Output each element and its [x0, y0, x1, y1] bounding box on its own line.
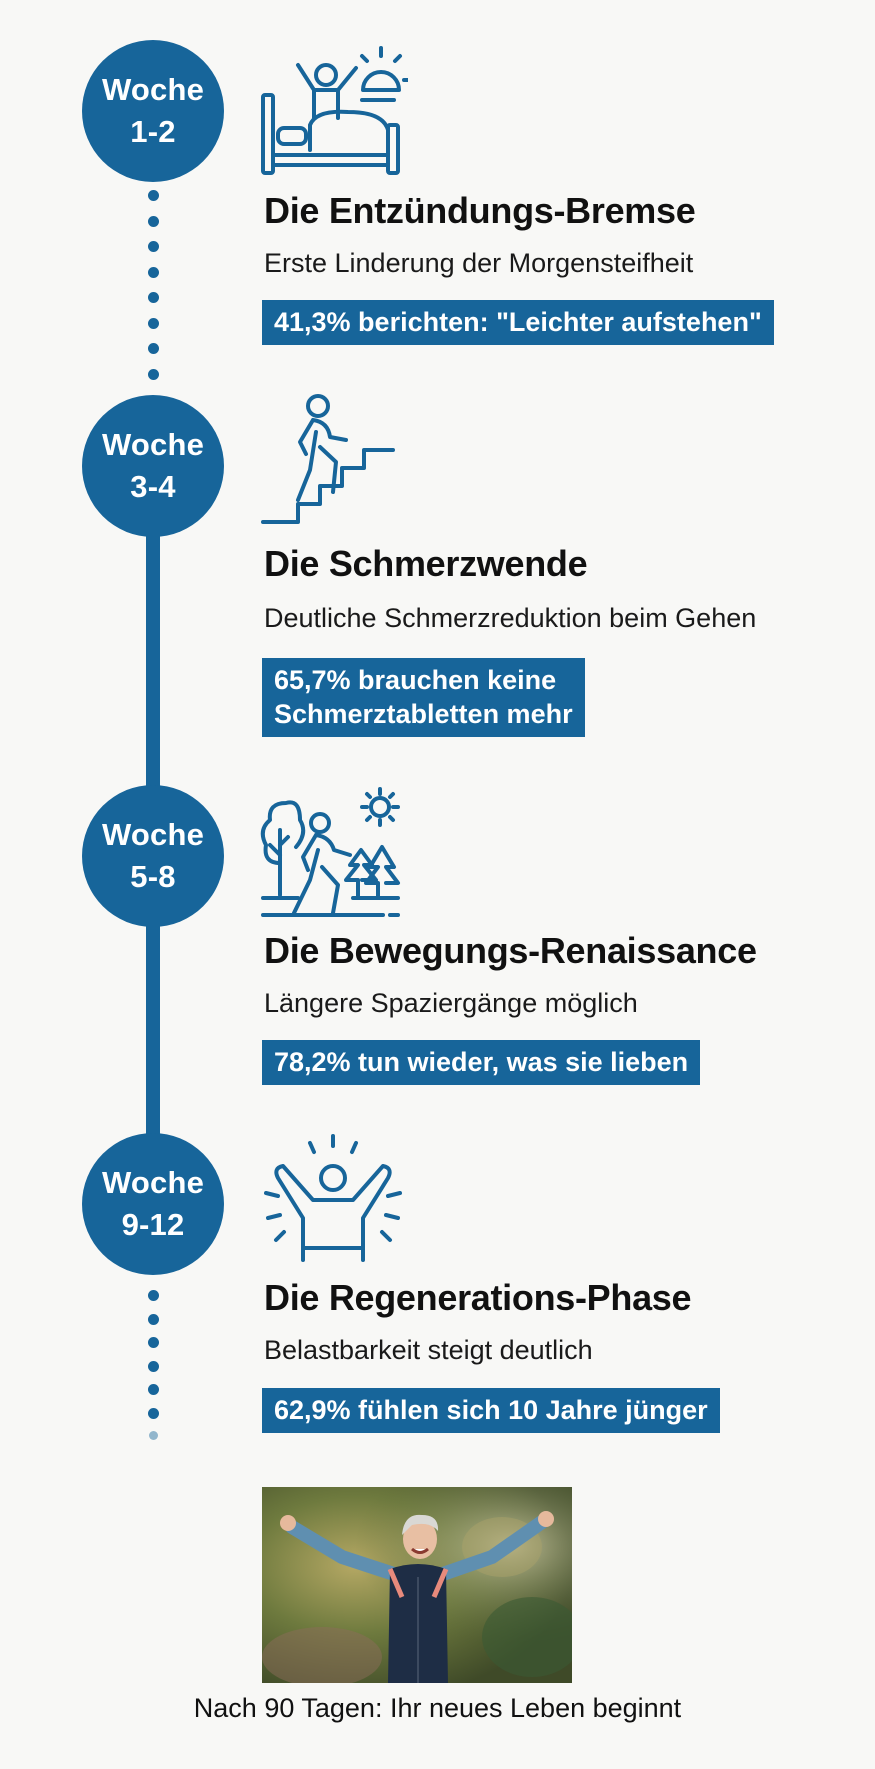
timeline-dotted-connector — [146, 1290, 160, 1440]
stage-stat-badge: 41,3% berichten: "Leichter aufstehen" — [262, 300, 774, 345]
week-label: Woche — [101, 72, 205, 107]
stage-title: Die Entzündungs-Bremse — [264, 190, 696, 231]
week-range: 1-2 — [130, 114, 176, 149]
week-badge-3-4: Woche 3-4 — [82, 395, 224, 537]
week-label: Woche — [101, 817, 205, 852]
week-badge-5-8: Woche 5-8 — [82, 785, 224, 927]
week-label: Woche — [101, 1165, 205, 1200]
week-range: 5-8 — [130, 859, 176, 894]
stage-stat-badge: 78,2% tun wieder, was sie lieben — [262, 1040, 701, 1085]
stage-subtitle: Erste Linderung der Morgensteifheit — [264, 248, 694, 278]
timeline-solid-connector — [146, 530, 160, 790]
person-climbing-stairs-icon — [258, 392, 408, 527]
celebrating-woman-photo — [262, 1487, 572, 1683]
stage-subtitle: Belastbarkeit steigt deutlich — [264, 1335, 593, 1365]
stage-subtitle: Deutliche Schmerzreduktion beim Gehen — [264, 603, 757, 633]
stage-subtitle: Längere Spaziergänge möglich — [264, 988, 638, 1018]
stat-line-1: 65,7% brauchen keine — [274, 665, 557, 695]
stat-line-2: Schmerztabletten mehr — [274, 699, 573, 729]
week-badge-9-12: Woche 9-12 — [82, 1133, 224, 1275]
timeline-solid-connector — [146, 920, 160, 1140]
stage-stat-badge: 62,9% fühlen sich 10 Jahre jünger — [262, 1388, 720, 1433]
stage-title: Die Regenerations-Phase — [264, 1277, 692, 1318]
person-celebrating-arms-raised-icon — [258, 1128, 408, 1263]
stage-title: Die Bewegungs-Renaissance — [264, 930, 757, 971]
week-badge-1-2: Woche 1-2 — [82, 40, 224, 182]
closing-caption: Nach 90 Tagen: Ihr neues Leben beginnt — [193, 1693, 682, 1723]
week-range: 9-12 — [121, 1207, 185, 1242]
timeline-dotted-connector — [146, 190, 160, 380]
person-walking-in-nature-icon — [258, 785, 408, 920]
stage-stat-badge: 65,7% brauchen keine Schmerztabletten me… — [262, 658, 585, 737]
week-range: 3-4 — [130, 469, 176, 504]
stage-title: Die Schmerzwende — [264, 543, 588, 584]
person-rising-from-bed-with-sunrise-icon — [258, 40, 412, 175]
week-label: Woche — [101, 427, 205, 462]
